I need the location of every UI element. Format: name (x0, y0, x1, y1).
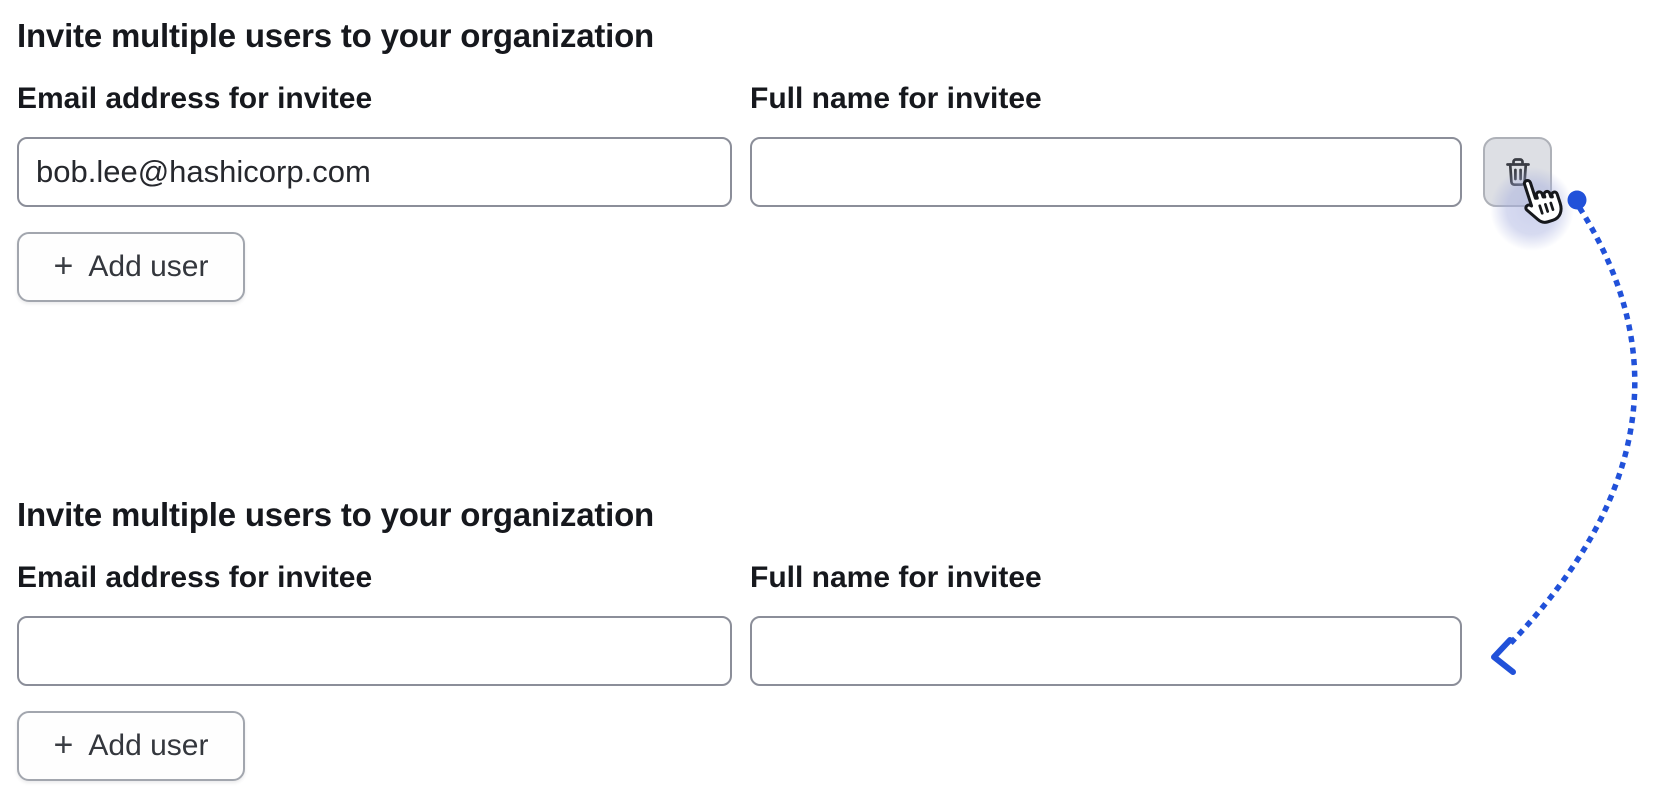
add-user-label: Add user (88, 250, 209, 283)
section-heading: Invite multiple users to your organizati… (17, 17, 655, 54)
delete-row-button[interactable] (1483, 137, 1552, 207)
full-name-input[interactable] (750, 616, 1462, 686)
invite-users-section-1: Invite multiple users to your organizati… (17, 14, 1657, 302)
add-user-button[interactable]: + Add user (17, 711, 245, 781)
full-name-label: Full name for invitee (750, 561, 1042, 594)
invitee-row (17, 616, 1657, 686)
add-user-label: Add user (88, 729, 209, 762)
full-name-input[interactable] (750, 137, 1462, 207)
section-heading: Invite multiple users to your organizati… (17, 496, 655, 533)
add-user-button[interactable]: + Add user (17, 232, 245, 302)
trash-icon (1505, 158, 1530, 187)
invite-users-section-2: Invite multiple users to your organizati… (17, 493, 1657, 781)
field-labels-row: Email address for invitee Full name for … (17, 558, 1657, 598)
email-input[interactable] (17, 137, 732, 207)
field-labels-row: Email address for invitee Full name for … (17, 79, 1657, 119)
email-label: Email address for invitee (17, 82, 373, 115)
full-name-label: Full name for invitee (750, 82, 1042, 115)
email-input[interactable] (17, 616, 732, 686)
plus-icon: + (53, 246, 74, 285)
email-label: Email address for invitee (17, 561, 373, 594)
invitee-row (17, 137, 1657, 207)
plus-icon: + (53, 725, 74, 764)
